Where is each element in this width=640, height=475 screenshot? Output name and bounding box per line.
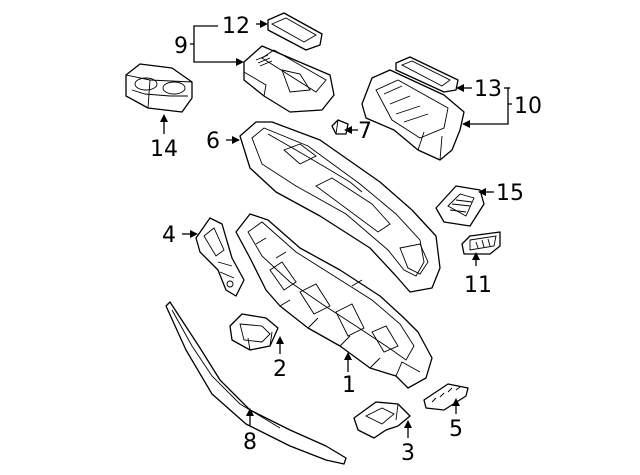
part-11-switch-module xyxy=(461,231,501,255)
part-7-clip xyxy=(331,119,349,135)
callout-9: 9 xyxy=(174,34,188,59)
callout-12: 12 xyxy=(222,14,250,39)
callout-5: 5 xyxy=(449,417,463,442)
part-14-cup-holder xyxy=(125,63,193,113)
callout-1: 1 xyxy=(342,373,356,398)
part-2-mount-bracket xyxy=(229,313,279,351)
callout-15: 15 xyxy=(496,181,524,206)
callout-11: 11 xyxy=(464,273,492,298)
part-5-clip-strip xyxy=(423,383,469,411)
callout-labels: 12 9 14 6 7 13 10 15 11 4 2 1 8 3 5 xyxy=(150,14,542,466)
callout-7: 7 xyxy=(358,119,372,144)
part-13-tray-mat xyxy=(395,56,459,93)
part-4-bracket xyxy=(195,217,245,297)
callout-13: 13 xyxy=(474,77,502,102)
part-8-side-panel xyxy=(165,301,347,465)
part-1-console-frame xyxy=(235,213,433,389)
part-6-console-top xyxy=(239,121,441,293)
part-10-storage-bin xyxy=(361,69,465,161)
leader-lines xyxy=(160,20,512,438)
callout-8: 8 xyxy=(243,430,257,455)
callout-10: 10 xyxy=(514,94,542,119)
part-15-vent xyxy=(435,185,485,227)
part-3-lower-bracket xyxy=(353,401,411,439)
callout-6: 6 xyxy=(206,129,220,154)
callout-4: 4 xyxy=(162,223,176,248)
callout-2: 2 xyxy=(273,357,287,382)
part-9-armrest-lid xyxy=(243,45,335,113)
callout-14: 14 xyxy=(150,137,178,162)
part-12-lid-pad xyxy=(267,12,323,51)
callout-3: 3 xyxy=(401,441,415,466)
